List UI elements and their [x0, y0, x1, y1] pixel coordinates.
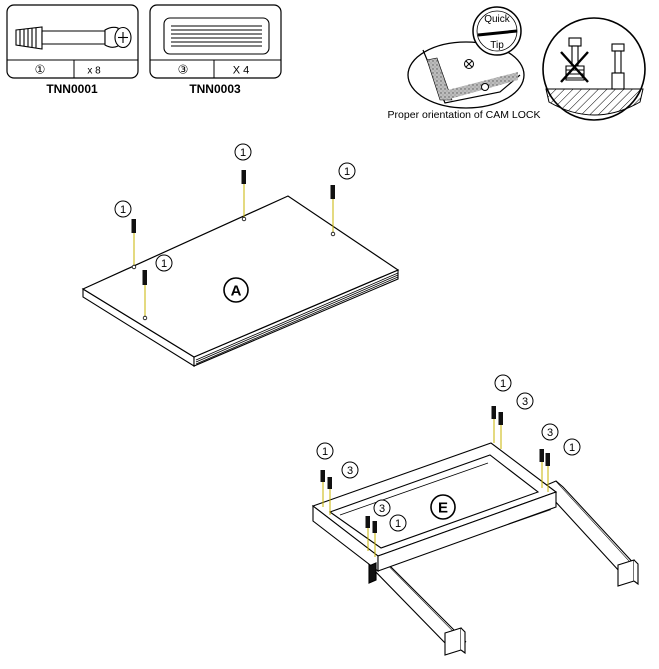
step2-callouts [316, 374, 581, 532]
callout-number: 3 [347, 465, 353, 477]
quick-tip-caption: Proper orientation of CAM LOCK [388, 109, 541, 121]
frame-label-circle [430, 494, 456, 520]
frame-e-drawing [311, 442, 639, 656]
part-quantity: X 4 [233, 65, 250, 77]
part-callout: ③ [178, 63, 189, 77]
callout-number: 1 [344, 166, 350, 178]
frame-e-dowels [320, 406, 550, 557]
callout-number: 3 [379, 503, 385, 515]
quick-tip-title: Quick [484, 14, 511, 25]
callout-number: 1 [240, 147, 246, 159]
panel-a-drawing: 1 1 1 1 A [81, 143, 400, 367]
quick-tip: Quick Tip Proper orientation of CAM LOCK [388, 6, 541, 121]
part-quantity: x 8 [87, 66, 101, 77]
callout-number: 1 [395, 518, 401, 530]
callout-number: 1 [322, 446, 328, 458]
callout-number: 1 [120, 204, 126, 216]
part-callout: ① [35, 63, 46, 77]
callout-number: 1 [500, 378, 506, 390]
part-box-bolt: ① x 8 TNN0001 [6, 4, 139, 96]
part-code: TNN0001 [46, 82, 98, 96]
callout-number: 1 [161, 258, 167, 270]
cam-orientation-icon [542, 17, 646, 121]
callout-number: 3 [522, 396, 528, 408]
part-box-dowel: ③ X 4 TNN0003 [149, 4, 282, 96]
cam-bolt-icon [15, 26, 132, 50]
part-code: TNN0003 [189, 82, 241, 96]
frame-label: E [438, 500, 448, 517]
callout-number: 3 [547, 427, 553, 439]
quick-tip-badge: Quick Tip [472, 6, 522, 56]
step1-callouts [114, 143, 356, 272]
wood-dowel-icon [163, 17, 270, 55]
dowel-markers [131, 170, 336, 321]
callout-number: 1 [569, 442, 575, 454]
quick-tip-subtitle: Tip [490, 40, 504, 51]
panel-label: A [231, 283, 242, 300]
